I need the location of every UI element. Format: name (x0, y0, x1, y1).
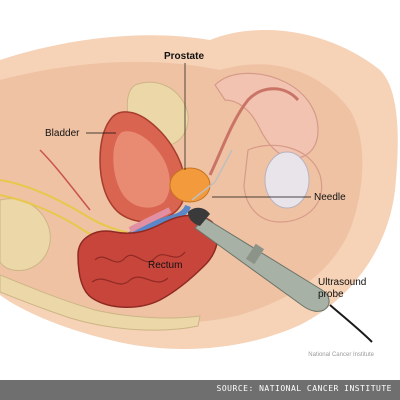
seminal-vesicle (123, 204, 191, 241)
source-bar: SOURCE: NATIONAL CANCER INSTITUTE (0, 380, 400, 400)
label-bladder: Bladder (45, 128, 80, 139)
illustration-credit: National Cancer Institute (308, 352, 374, 358)
vessel-red (39, 149, 91, 211)
probe-body (194, 217, 330, 312)
ultrasound-probe (188, 207, 373, 343)
probe-cable (329, 304, 373, 343)
scrotum (243, 144, 323, 223)
label-rectum: Rectum (148, 260, 183, 271)
label-prostate: Prostate (164, 51, 205, 62)
source-text: SOURCE: NATIONAL CANCER INSTITUTE (216, 384, 392, 393)
probe-tip (188, 207, 210, 226)
urethra (208, 87, 300, 176)
prostate (169, 167, 211, 203)
label-ultrasound-probe: Ultrasound probe (318, 277, 367, 300)
nerve-yellow (0, 179, 141, 236)
anatomy-illustration (0, 30, 398, 349)
sacrum-bone (0, 274, 201, 331)
needle (191, 149, 233, 201)
probe-band (245, 243, 265, 265)
rectum-folds-2 (91, 276, 169, 285)
label-needle: Needle (314, 192, 346, 203)
testis (264, 151, 310, 209)
bladder-interior (113, 131, 170, 208)
rectum-folds (94, 251, 186, 263)
seminal-vesicle-2 (128, 207, 172, 233)
